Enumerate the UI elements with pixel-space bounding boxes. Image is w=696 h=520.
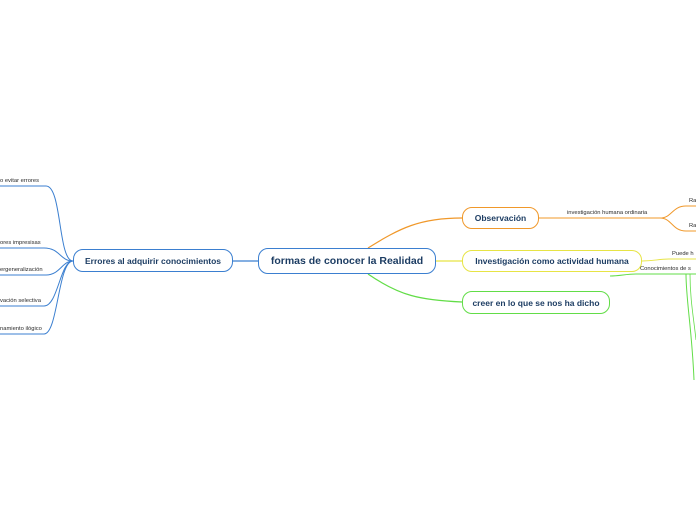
label-ra-2[interactable]: Ra — [689, 223, 696, 229]
link-errores-ilogico — [43, 260, 74, 335]
label-conocimientos[interactable]: Conocimientos de s — [640, 266, 691, 272]
link-conocimientos-down-2 — [689, 273, 696, 341]
link-central-creer — [367, 273, 463, 303]
label-impresisas[interactable]: ores impresisas — [0, 240, 41, 246]
central-topic[interactable]: formas de conocer la Realidad — [258, 248, 436, 274]
link-inv-ra2 — [659, 217, 687, 232]
link-errores-selectiva — [43, 260, 74, 307]
link-errores-impresisas — [43, 247, 74, 262]
label-ilogico[interactable]: namiento ilógico — [0, 326, 42, 332]
branch-observacion-label: Observación — [474, 213, 527, 223]
link-inv-ra1 — [659, 205, 687, 219]
label-generalizacion[interactable]: ergeneralización — [0, 267, 43, 273]
branch-errores-label: Errores al adquirir conocimientos — [84, 255, 222, 266]
branch-observacion[interactable]: Observación — [462, 207, 539, 229]
label-puede[interactable]: Puede h — [672, 251, 694, 257]
branch-errores[interactable]: Errores al adquirir conocimientos — [73, 249, 233, 272]
link-conocimientos-down-1 — [685, 273, 695, 381]
link-errores-evitar — [45, 185, 74, 262]
label-investigacion-humana[interactable]: investigación humana ordinaria — [567, 210, 648, 216]
label-selectiva[interactable]: vación selectiva — [0, 298, 41, 304]
link-creer-conocimientos — [609, 273, 637, 277]
branch-creer[interactable]: creer en lo que se nos ha dicho — [462, 291, 610, 314]
branch-creer-label: creer en lo que se nos ha dicho — [472, 297, 600, 308]
branch-investigacion[interactable]: Investigación como actividad humana — [462, 250, 642, 272]
link-investigacion-puede — [641, 258, 670, 262]
label-evitar-errores[interactable]: o evitar errores — [0, 178, 39, 184]
label-ra-1[interactable]: Ra — [689, 198, 696, 204]
central-topic-label: formas de conocer la Realidad — [270, 255, 424, 267]
branch-investigacion-label: Investigación como actividad humana — [475, 256, 629, 266]
link-central-observacion — [367, 217, 463, 249]
